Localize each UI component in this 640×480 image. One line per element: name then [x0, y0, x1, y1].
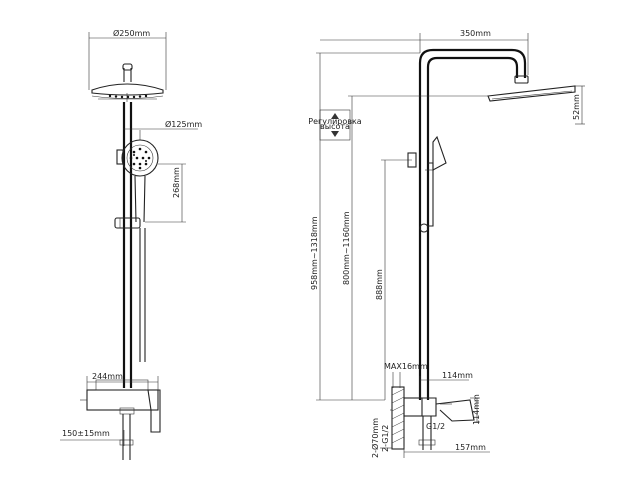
handshower-diameter-label: Ø125mm	[165, 119, 202, 129]
mixer-body	[80, 379, 161, 460]
badge-text-bottom: высота	[320, 122, 350, 131]
wall-section	[391, 386, 405, 450]
wall-connections-label: 2-G1/2	[381, 425, 390, 452]
badge-text-top: Регулировка	[308, 117, 362, 126]
height-adjust-badge: Регулировка высота	[308, 109, 362, 141]
mixer-width-label: 244mm	[92, 372, 123, 381]
mixer-body-height-label: 114mm	[472, 394, 481, 425]
riser-height-label: 800mm~1160mm	[342, 211, 351, 285]
thread-label: G1/2	[426, 422, 445, 431]
arm-reach-label: 350mm	[460, 29, 491, 38]
head-thickness-label: 52mm	[572, 94, 581, 120]
rain-showerhead	[91, 63, 164, 102]
mixer-height-label: 888mm	[375, 269, 384, 300]
handshower-side	[407, 135, 447, 233]
front-view: Ø250mm	[60, 28, 202, 460]
handshower-height-label: 268mm	[172, 167, 181, 198]
flange-diameter-label: 2-Ø70mm	[370, 418, 380, 458]
overall-height-label: 958mm~1318mm	[310, 216, 319, 290]
showerhead-diameter-label: Ø250mm	[113, 28, 150, 38]
spout-depth-label: 157mm	[455, 443, 486, 452]
mixer-side	[403, 397, 475, 450]
side-view: 350mm 52mm Регулировка высота 958mm~1318…	[308, 29, 585, 458]
rain-head-side	[487, 75, 576, 102]
mixer-depth-label: 114mm	[442, 371, 473, 380]
max-depth-label: MAX16mm	[384, 362, 428, 371]
inlet-spacing-label: 150±15mm	[62, 429, 110, 438]
handshower	[114, 139, 159, 362]
